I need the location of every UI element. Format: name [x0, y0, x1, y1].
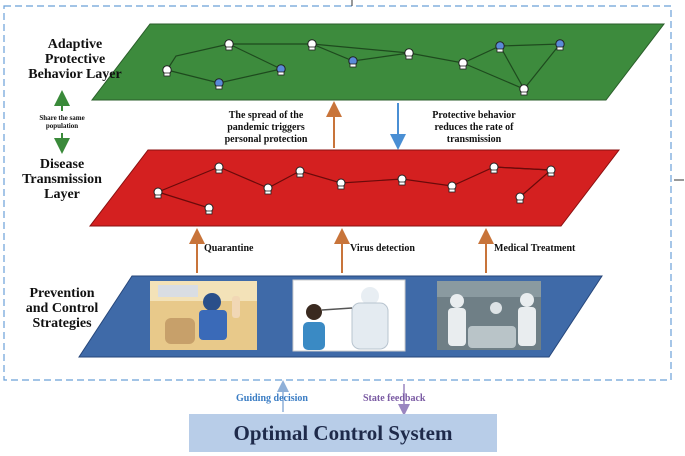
adaptive-label-line1: Adaptive: [47, 37, 103, 52]
disease-label-line1: Disease: [39, 157, 85, 172]
disease-layer-plane: [88, 149, 621, 227]
prevention-layer-label: Prevention and Control Strategies: [10, 286, 114, 331]
spread-line2: pandemic triggers: [227, 122, 305, 133]
optimal-control-system-box: Optimal Control System: [189, 414, 497, 452]
adaptive-layer-plane: [90, 23, 666, 101]
spread-line3: personal protection: [224, 134, 308, 145]
adaptive-layer-label: Adaptive Protective Behavior Layer: [14, 37, 136, 82]
share-line2: population: [45, 122, 79, 130]
protective-line3: transmission: [446, 134, 502, 145]
state-feedback-label: State feedback: [363, 393, 426, 404]
share-population-note: Share the same population: [22, 114, 102, 130]
guiding-decision-label: Guiding decision: [236, 393, 308, 404]
spread-annotation: The spread of the pandemic triggers pers…: [206, 110, 326, 146]
disease-label-line3: Layer: [44, 187, 80, 202]
quarantine-label: Quarantine: [204, 243, 254, 254]
adaptive-nodes: [162, 39, 565, 96]
medical-treatment-photo: [437, 281, 541, 350]
disease-nodes: [153, 162, 556, 215]
share-line1: Share the same: [39, 114, 85, 122]
adaptive-label-line3: Behavior Layer: [28, 67, 122, 82]
prevention-label-line2: and Control: [25, 301, 99, 316]
optimal-control-system-title: Optimal Control System: [233, 420, 453, 445]
virus-detection-label: Virus detection: [350, 243, 415, 254]
medical-treatment-label: Medical Treatment: [494, 243, 576, 254]
prevention-label-line1: Prevention: [29, 286, 95, 301]
disease-layer-label: Disease Transmission Layer: [10, 157, 114, 202]
disease-label-line2: Transmission: [22, 172, 102, 187]
quarantine-photo: [150, 281, 257, 350]
dashed-border: [3, 5, 672, 381]
adaptive-label-line2: Protective: [44, 52, 106, 67]
prevention-label-line3: Strategies: [32, 316, 92, 331]
protective-line2: reduces the rate of: [434, 122, 514, 133]
protective-line1: Protective behavior: [432, 110, 516, 121]
spread-line1: The spread of the: [228, 110, 304, 121]
protective-annotation: Protective behavior reduces the rate of …: [410, 110, 538, 146]
virus-detection-photo: [292, 279, 406, 352]
